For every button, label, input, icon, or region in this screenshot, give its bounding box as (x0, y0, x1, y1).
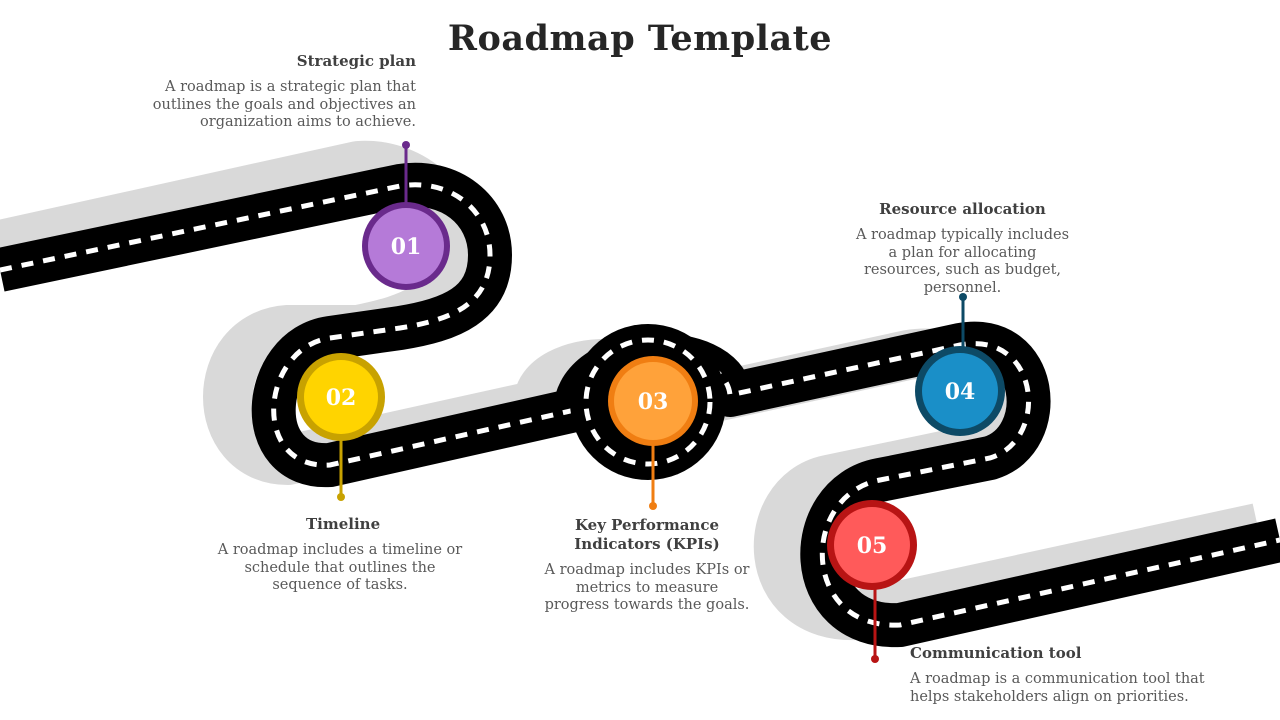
page-title: Roadmap Template (447, 18, 833, 59)
milestone-heading-03: Key Performance Indicators (KPIs) (574, 516, 720, 553)
pin-05 (871, 580, 879, 663)
milestone-number-03: 03 (638, 389, 669, 415)
milestone-heading-05: Communication tool (910, 644, 1082, 662)
milestone-heading-04: Resource allocation (879, 200, 1046, 218)
milestone-marker-04: 04 (915, 346, 1005, 436)
milestone-text-05: Communication tool A roadmap is a commun… (910, 644, 1210, 706)
pin-02 (337, 430, 345, 501)
milestone-text-04: Resource allocation A roadmap typically … (850, 200, 1075, 297)
milestone-heading-01: Strategic plan (296, 52, 416, 70)
milestone-number-02: 02 (326, 385, 357, 411)
milestone-marker-01: 01 (362, 202, 450, 290)
milestone-marker-03: 03 (608, 356, 698, 446)
milestone-desc-05: A roadmap is a communication tool that h… (910, 671, 1205, 705)
milestone-number-05: 05 (857, 533, 888, 559)
milestone-text-01: Strategic plan A roadmap is a strategic … (116, 52, 416, 132)
milestone-desc-04: A roadmap typically includes a plan for … (855, 227, 1070, 296)
milestone-desc-02: A roadmap includes a timeline or schedul… (217, 542, 463, 593)
milestone-desc-01: A roadmap is a strategic plan that outli… (152, 79, 416, 130)
milestone-marker-05: 05 (827, 500, 917, 590)
milestone-number-04: 04 (945, 379, 976, 405)
milestone-number-01: 01 (391, 234, 422, 260)
roundabout-dashes (583, 337, 713, 467)
milestone-text-03: Key Performance Indicators (KPIs) A road… (532, 516, 762, 615)
milestone-marker-02: 02 (297, 353, 385, 441)
milestone-text-02: Timeline A roadmap includes a timeline o… (215, 515, 465, 595)
road-shadow (0, 140, 1264, 641)
milestone-desc-03: A roadmap includes KPIs or metrics to me… (544, 562, 750, 613)
pin-03 (649, 440, 657, 510)
milestone-heading-02: Timeline (306, 515, 381, 533)
